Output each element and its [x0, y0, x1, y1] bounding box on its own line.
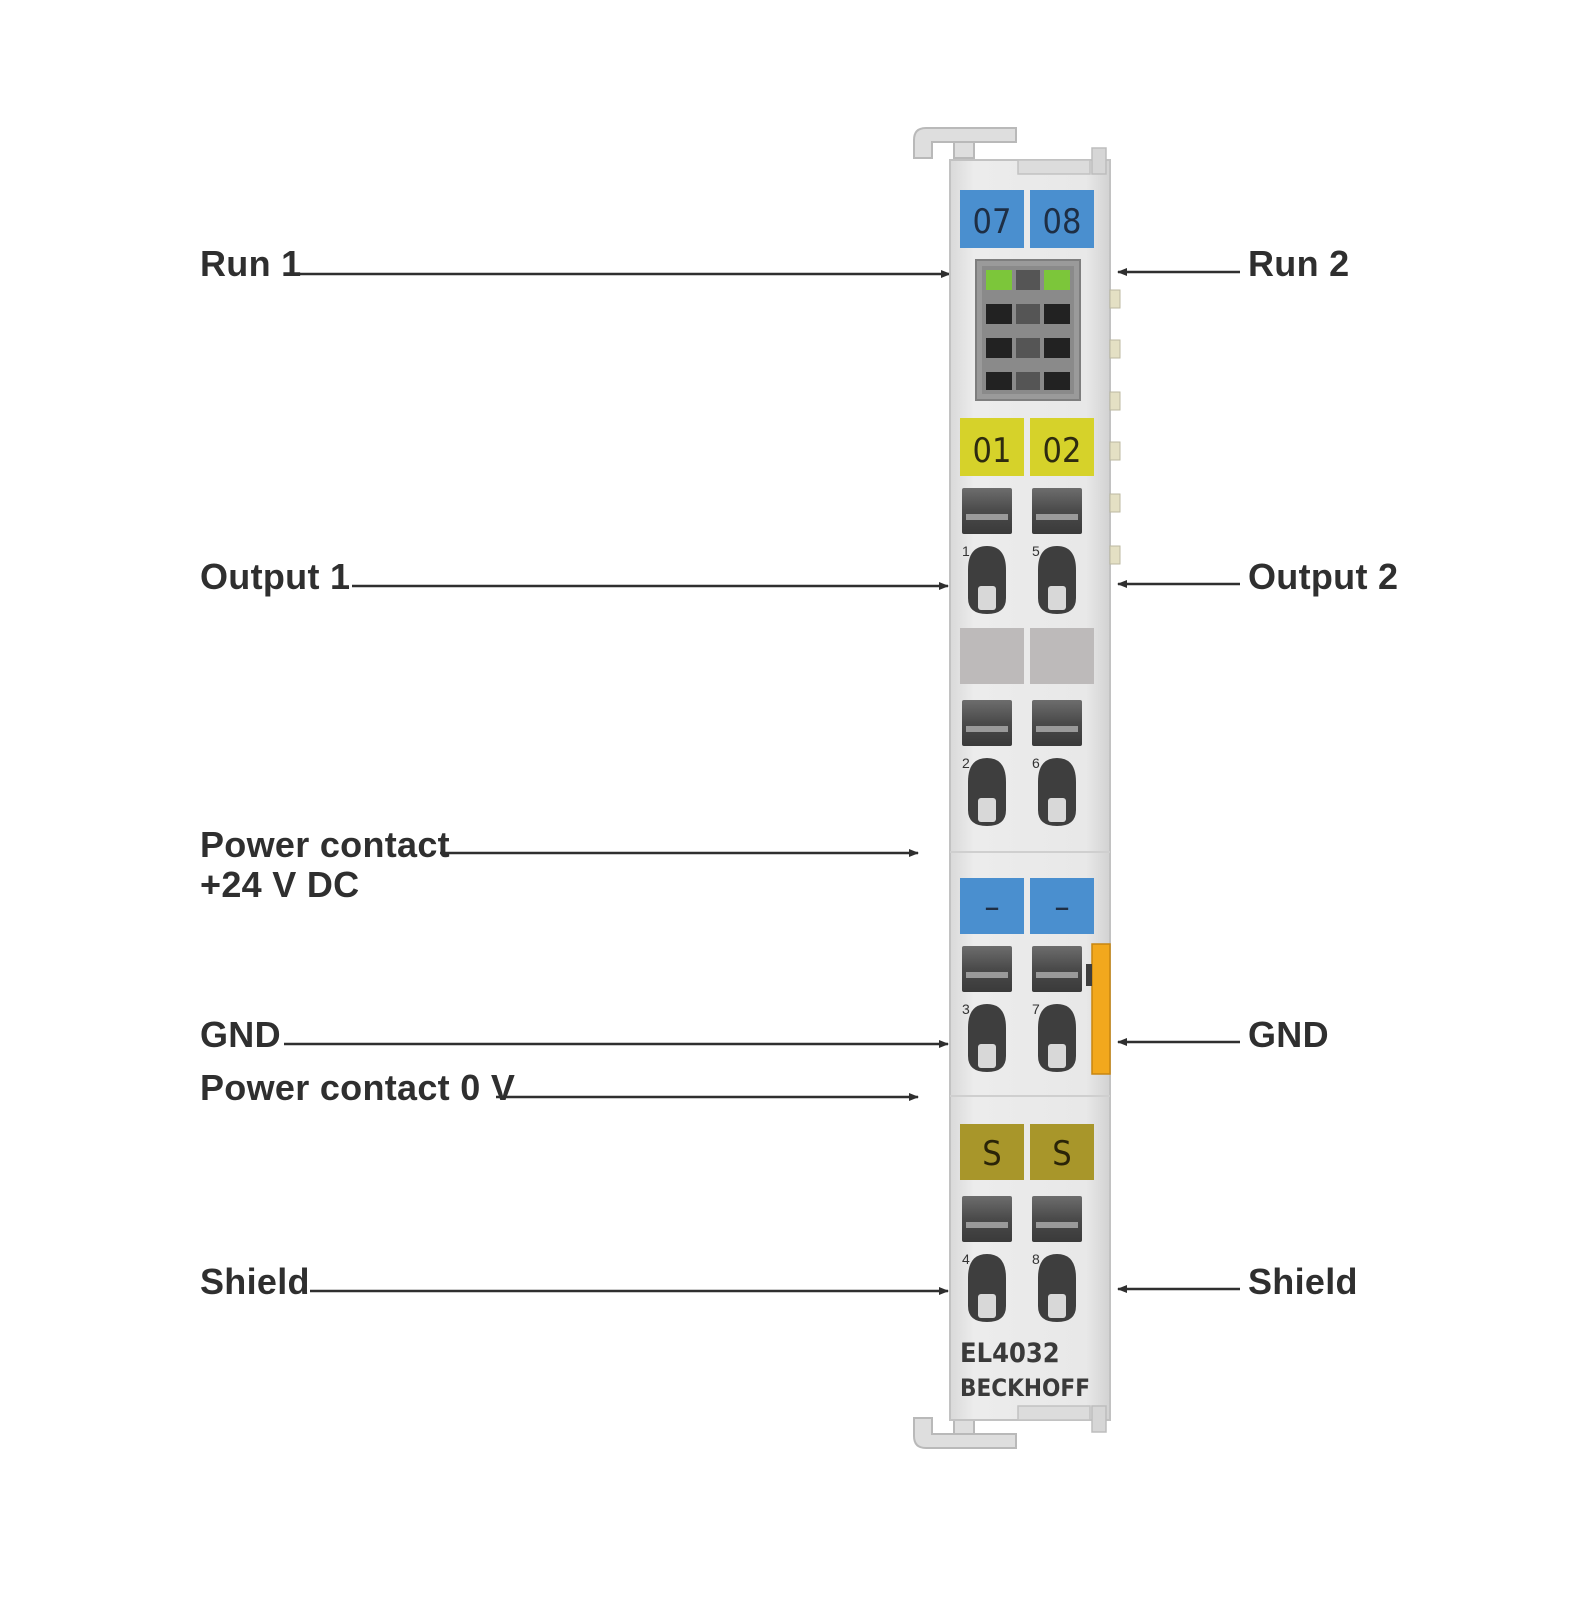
wire-entry-3	[968, 1004, 1006, 1072]
tag-s-left	[960, 1124, 1024, 1180]
tag-01	[960, 418, 1024, 476]
side-bus-contacts	[1109, 289, 1121, 565]
label-run-1: Run 1	[200, 243, 302, 284]
label-gnd-right: GND	[1248, 1014, 1329, 1055]
tag-02-text: 02	[1043, 431, 1082, 471]
terminal-row-output: 1 5	[962, 488, 1082, 614]
label-power-contact-0v: Power contact 0 V	[200, 1067, 516, 1108]
wire-entry-2	[968, 758, 1006, 826]
gray-tag-left	[960, 628, 1024, 684]
tag-minus-right-text: –	[1054, 887, 1069, 927]
terminal-number-3: 3	[962, 1001, 970, 1017]
terminal-row-shield: 4 8	[962, 1196, 1082, 1322]
release-slot-7	[1032, 946, 1082, 992]
power-contact-bar	[1091, 943, 1111, 1075]
label-output-2: Output 2	[1248, 556, 1399, 597]
tag-minus-right	[1030, 878, 1094, 934]
terminal-number-5: 5	[1032, 543, 1040, 559]
release-slot-1	[962, 488, 1012, 534]
label-gnd-left: GND	[200, 1014, 281, 1055]
top-mounting-clip	[913, 127, 1017, 159]
tag-02	[1030, 418, 1094, 476]
terminal-row-2: 2 6	[962, 700, 1082, 826]
led-run-2	[1044, 270, 1070, 290]
label-output-1: Output 1	[200, 556, 351, 597]
tag-s-right	[1030, 1124, 1094, 1180]
wire-entry-5	[1038, 546, 1076, 614]
led-window	[975, 259, 1081, 401]
tag-07	[960, 190, 1024, 248]
power-tags: – –	[960, 878, 1094, 934]
tag-08-text: 08	[1043, 202, 1082, 242]
wire-entry-7	[1038, 1004, 1076, 1072]
label-power-contact-24v-line1: Power contact	[200, 824, 450, 865]
label-power-contact-24v-line2: +24 V DC	[200, 864, 360, 905]
release-slot-5	[1032, 488, 1082, 534]
terminal-row-gnd: 3 7	[962, 946, 1082, 1072]
tag-01-text: 01	[973, 431, 1012, 471]
bottom-mounting-clip	[913, 1417, 1017, 1449]
terminal-number-1: 1	[962, 543, 970, 559]
label-shield-left: Shield	[200, 1261, 310, 1302]
wire-entry-6	[1038, 758, 1076, 826]
tag-08	[1030, 190, 1094, 248]
terminal-number-7: 7	[1032, 1001, 1040, 1017]
tag-07-text: 07	[973, 202, 1012, 242]
shield-tags: S S	[960, 1124, 1094, 1180]
tag-minus-left-text: –	[984, 887, 999, 927]
tag-s-left-text: S	[982, 1134, 1001, 1174]
tag-minus-left	[960, 878, 1024, 934]
terminal-number-6: 6	[1032, 755, 1040, 771]
terminal-number-4: 4	[962, 1251, 970, 1267]
gray-tag-right	[1030, 628, 1094, 684]
brand-logo: BECKHOFF	[960, 1374, 1090, 1402]
tag-s-right-text: S	[1052, 1134, 1071, 1174]
leader-lines	[284, 268, 1240, 1295]
power-bar-clip	[1086, 964, 1092, 986]
release-slot-8	[1032, 1196, 1082, 1242]
wire-entry-8	[1038, 1254, 1076, 1322]
label-shield-right: Shield	[1248, 1261, 1358, 1302]
model-number: EL4032	[960, 1338, 1060, 1369]
terminal-number-2: 2	[962, 755, 970, 771]
wire-entry-4	[968, 1254, 1006, 1322]
led-run-1	[986, 270, 1012, 290]
channel-tags: 01 02	[960, 418, 1094, 476]
terminal-number-8: 8	[1032, 1251, 1040, 1267]
label-run-2: Run 2	[1248, 243, 1350, 284]
release-slot-6	[1032, 700, 1082, 746]
release-slot-2	[962, 700, 1012, 746]
release-slot-3	[962, 946, 1012, 992]
wire-entry-1	[968, 546, 1006, 614]
release-slot-4	[962, 1196, 1012, 1242]
top-tags: 07 08	[960, 190, 1094, 248]
gray-tags	[960, 628, 1094, 684]
